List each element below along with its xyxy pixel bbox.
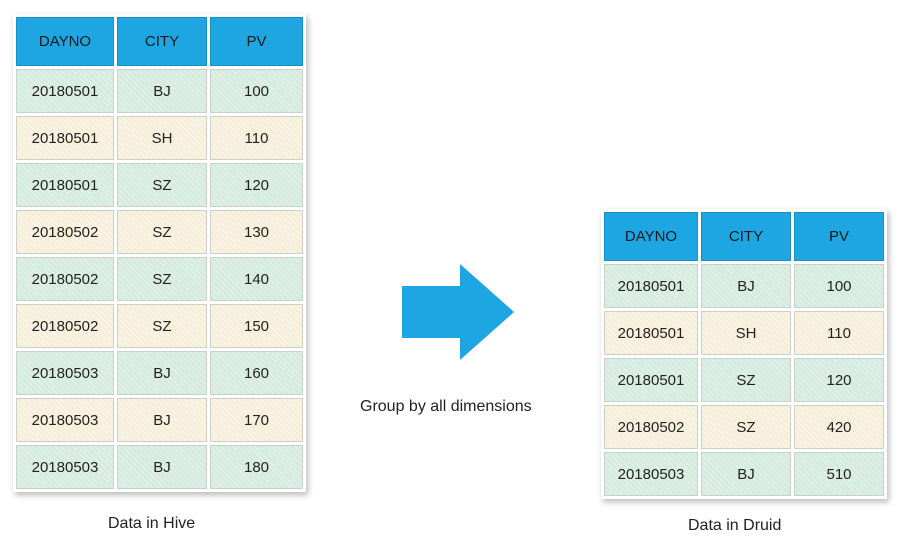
hive-cell-dayno: 20180503: [16, 351, 114, 395]
hive-cell-city: SZ: [117, 210, 207, 254]
hive-cell-city: SZ: [117, 304, 207, 348]
hive-cell-dayno: 20180502: [16, 304, 114, 348]
hive-cell-pv: 100: [210, 69, 303, 113]
druid-header-city: CITY: [701, 212, 791, 261]
hive-caption: Data in Hive: [108, 515, 196, 532]
hive-cell-pv: 120: [210, 163, 303, 207]
hive-cell-dayno: 20180501: [16, 69, 114, 113]
druid-cell-city: BJ: [701, 452, 791, 496]
druid-caption: Data in Druid: [688, 517, 782, 534]
hive-cell-pv: 160: [210, 351, 303, 395]
druid-cell-city: SZ: [701, 358, 791, 402]
arrow-shape: [402, 264, 514, 360]
hive-header-city: CITY: [117, 17, 207, 66]
druid-cell-pv: 120: [794, 358, 884, 402]
hive-header-pv: PV: [210, 17, 303, 66]
druid-cell-pv: 100: [794, 264, 884, 308]
hive-cell-pv: 150: [210, 304, 303, 348]
druid-cell-dayno: 20180501: [604, 264, 698, 308]
druid-cell-dayno: 20180502: [604, 405, 698, 449]
hive-cell-dayno: 20180503: [16, 445, 114, 489]
hive-cell-pv: 180: [210, 445, 303, 489]
druid-cell-pv: 110: [794, 311, 884, 355]
druid-cell-city: SZ: [701, 405, 791, 449]
hive-cell-pv: 110: [210, 116, 303, 160]
hive-cell-city: BJ: [117, 398, 207, 442]
druid-cell-city: SH: [701, 311, 791, 355]
right-arrow-icon: [402, 264, 514, 360]
druid-cell-pv: 420: [794, 405, 884, 449]
druid-header-pv: PV: [794, 212, 884, 261]
hive-cell-dayno: 20180502: [16, 257, 114, 301]
hive-header-row: DAYNO CITY PV: [16, 17, 303, 66]
druid-header-dayno: DAYNO: [604, 212, 698, 261]
hive-cell-pv: 140: [210, 257, 303, 301]
druid-cell-dayno: 20180503: [604, 452, 698, 496]
hive-cell-city: BJ: [117, 69, 207, 113]
hive-cell-pv: 170: [210, 398, 303, 442]
druid-cell-dayno: 20180501: [604, 311, 698, 355]
druid-header-row: DAYNO CITY PV: [604, 212, 884, 261]
hive-cell-city: BJ: [117, 351, 207, 395]
hive-cell-pv: 130: [210, 210, 303, 254]
hive-header-dayno: DAYNO: [16, 17, 114, 66]
hive-cell-dayno: 20180502: [16, 210, 114, 254]
hive-cell-city: SZ: [117, 257, 207, 301]
hive-cell-dayno: 20180501: [16, 163, 114, 207]
hive-cell-city: SZ: [117, 163, 207, 207]
hive-cell-dayno: 20180501: [16, 116, 114, 160]
druid-cell-pv: 510: [794, 452, 884, 496]
druid-cell-city: BJ: [701, 264, 791, 308]
hive-cell-dayno: 20180503: [16, 398, 114, 442]
hive-cell-city: SH: [117, 116, 207, 160]
druid-cell-dayno: 20180501: [604, 358, 698, 402]
hive-cell-city: BJ: [117, 445, 207, 489]
transform-label: Group by all dimensions: [360, 398, 532, 415]
